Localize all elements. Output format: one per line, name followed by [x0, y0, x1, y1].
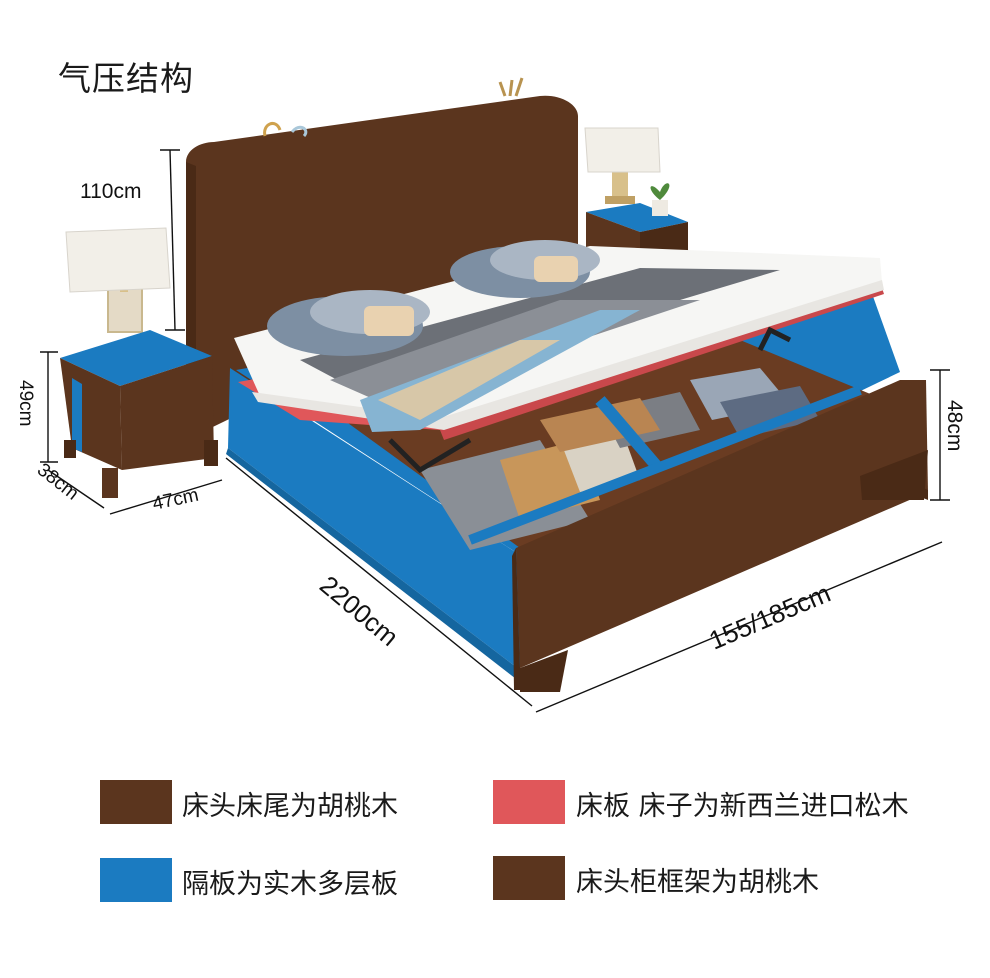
nightstand-width-label: 47cm [151, 485, 201, 515]
headboard-decor [263, 77, 524, 138]
headboard-height-label: 110cm [80, 180, 141, 203]
legend-label-nightstand: 床头柜框架为胡桃木 [576, 867, 819, 898]
diagram-title: 气压结构 [58, 59, 194, 98]
legend-label-headboard: 床头床尾为胡桃木 [182, 791, 398, 822]
nightstand-height-label: 49cm [15, 380, 36, 426]
left-lamp [65, 227, 171, 333]
legend-swatch-nightstand-walnut [493, 856, 565, 900]
left-nightstand [60, 330, 218, 498]
bed-length-label: 2200cm [314, 570, 404, 652]
legend-swatch-plywood [100, 858, 172, 902]
bed-width-label: 155/185cm [705, 578, 835, 656]
legend-label-bed-board: 床板 床子为新西兰进口松木 [576, 791, 909, 822]
mattress [234, 246, 884, 432]
right-lamp [584, 127, 661, 204]
legend-swatch-walnut [100, 780, 172, 824]
legend-label-partition: 隔板为实木多层板 [182, 869, 398, 900]
legend-swatch-pine [493, 780, 565, 824]
plant [650, 183, 670, 216]
dimension-lines [40, 149, 950, 713]
footboard [512, 380, 928, 692]
footboard-height-label: 48cm [943, 400, 966, 451]
pillows [267, 240, 600, 356]
nightstand-depth-label: 38cm [33, 459, 83, 504]
